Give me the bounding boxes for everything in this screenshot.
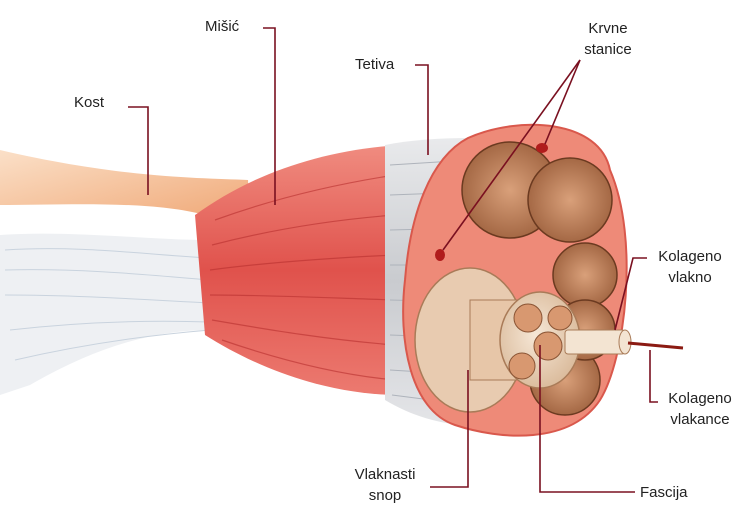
label-vlaknasti-line1: Vlaknasti bbox=[342, 464, 428, 485]
blood-cell bbox=[536, 143, 548, 153]
label-kolageno-vlakno-line1: Kolageno bbox=[650, 246, 730, 267]
label-fascija: Fascija bbox=[640, 482, 688, 503]
label-kolageno-vlakance-line2: vlakance bbox=[660, 409, 740, 430]
label-vlaknasti-line2: snop bbox=[342, 485, 428, 506]
label-krvne-line1: Krvne bbox=[568, 18, 648, 39]
tendon-attachment bbox=[0, 234, 210, 395]
blood-cell bbox=[435, 249, 445, 261]
label-misic: Mišić bbox=[205, 16, 239, 37]
label-kolageno-vlakno-line2: vlakno bbox=[650, 267, 730, 288]
bundle bbox=[553, 243, 617, 307]
label-krvne-stanice: Krvne stanice bbox=[568, 18, 648, 60]
label-kolageno-vlakance-line1: Kolageno bbox=[660, 388, 740, 409]
label-kolageno-vlakno: Kolageno vlakno bbox=[650, 246, 730, 288]
label-tetiva: Tetiva bbox=[355, 54, 394, 75]
label-vlaknasti-snop: Vlaknasti snop bbox=[342, 464, 428, 506]
label-kost: Kost bbox=[74, 92, 104, 113]
leader-kolageno-vlakance bbox=[650, 350, 658, 402]
label-kolageno-vlakance: Kolageno vlakance bbox=[660, 388, 740, 430]
bundle bbox=[528, 158, 612, 242]
label-krvne-line2: stanice bbox=[568, 39, 648, 60]
collagen-fiber bbox=[565, 330, 683, 354]
